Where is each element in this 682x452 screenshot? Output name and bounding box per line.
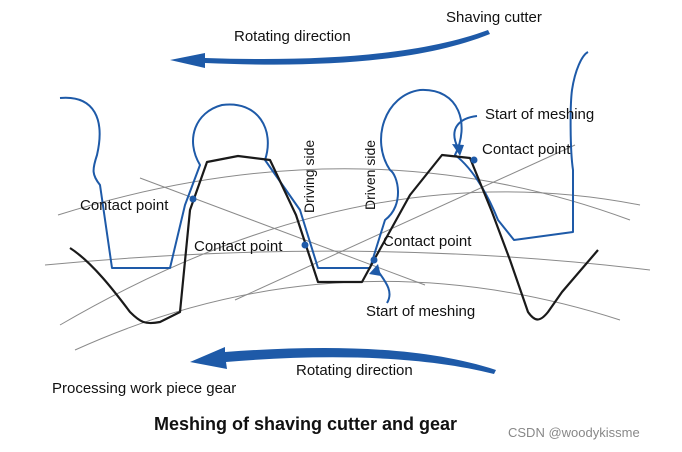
contact-point-left-dot (189, 195, 197, 203)
contact-point-right-top-dot (470, 156, 478, 164)
watermark: CSDN @woodykissme (508, 425, 640, 440)
top-rotating-arrow (170, 30, 490, 68)
start-of-meshing-bottom-label: Start of meshing (366, 303, 475, 320)
diagram-caption: Meshing of shaving cutter and gear (154, 414, 457, 434)
work-gear-profile (69, 153, 599, 325)
cutter-pitch-arc (57, 168, 631, 221)
rotating-direction-top-label: Rotating direction (234, 28, 351, 45)
gear-pitch-arc (59, 191, 641, 326)
driven-side-label: Driven side (362, 140, 378, 210)
processing-gear-label: Processing work piece gear (52, 380, 236, 397)
gear-root-arc (74, 280, 621, 351)
contact-point-center-dot (301, 241, 309, 249)
contact-point-center-label: Contact point (194, 238, 283, 255)
reference-lines (44, 144, 651, 351)
start-of-meshing-top-pointer (453, 115, 478, 149)
line-of-action-2 (234, 144, 576, 301)
shaving-cutter-label: Shaving cutter (446, 9, 542, 26)
cutter-outer-arc (44, 250, 651, 271)
contact-point-right-dot (370, 256, 378, 264)
start-of-meshing-bottom-arrowhead (369, 264, 381, 276)
contact-point-right-top-label: Contact point (482, 141, 571, 158)
rotating-direction-bottom-label: Rotating direction (296, 362, 413, 379)
shaving-cutter-profile (59, 51, 589, 269)
bottom-rotating-arrow (190, 347, 496, 374)
driving-side-label: Driving side (301, 140, 317, 213)
start-of-meshing-top-label: Start of meshing (485, 106, 594, 123)
start-of-meshing-top-arrowhead (452, 144, 464, 156)
contact-point-left-label: Contact point (80, 197, 169, 214)
contact-point-right-label: Contact point (383, 233, 472, 250)
